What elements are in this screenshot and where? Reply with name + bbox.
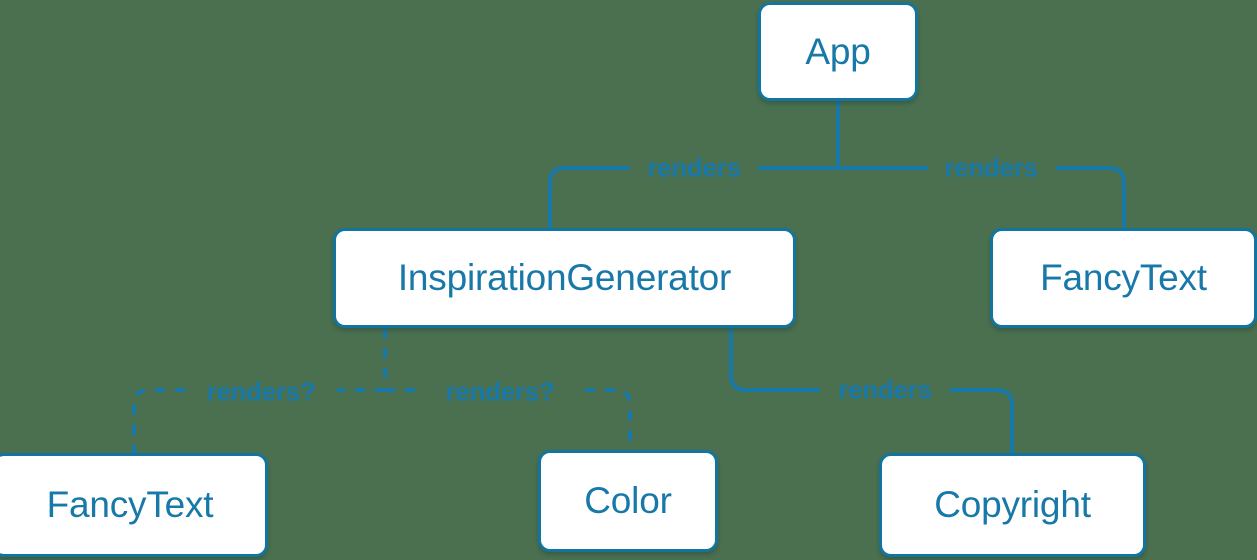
- node-color[interactable]: Color: [538, 450, 718, 552]
- node-color-label: Color: [584, 480, 672, 521]
- node-copyright[interactable]: Copyright: [879, 453, 1146, 557]
- node-fancytext-right-label: FancyText: [1040, 257, 1207, 298]
- edge-label-inspiration-to-fancytext-left: renders?: [206, 376, 316, 407]
- edge-inspiration-to-color: [385, 388, 632, 450]
- edge-inspiration-to-fancytext-left: [132, 388, 385, 453]
- edge-label-app-to-inspiration: renders: [647, 152, 741, 183]
- edge-label-app-to-fancytext-right: renders: [944, 152, 1038, 183]
- node-app[interactable]: App: [758, 2, 918, 101]
- node-copyright-label: Copyright: [934, 484, 1091, 525]
- node-fancytext-left-label: FancyText: [46, 484, 214, 525]
- edge-label-inspiration-to-color: renders?: [445, 376, 555, 407]
- node-app-label: App: [805, 30, 871, 72]
- node-fancytext-right[interactable]: FancyText: [990, 228, 1257, 328]
- node-inspiration-generator[interactable]: InspirationGenerator: [333, 228, 796, 328]
- edge-app-to-fancytext-right: [838, 166, 1126, 228]
- edge-label-inspiration-to-copyright: renders: [838, 374, 932, 405]
- edge-app-to-inspiration: [548, 166, 838, 228]
- node-inspiration-generator-label: InspirationGenerator: [397, 257, 732, 298]
- node-fancytext-left[interactable]: FancyText: [0, 453, 268, 557]
